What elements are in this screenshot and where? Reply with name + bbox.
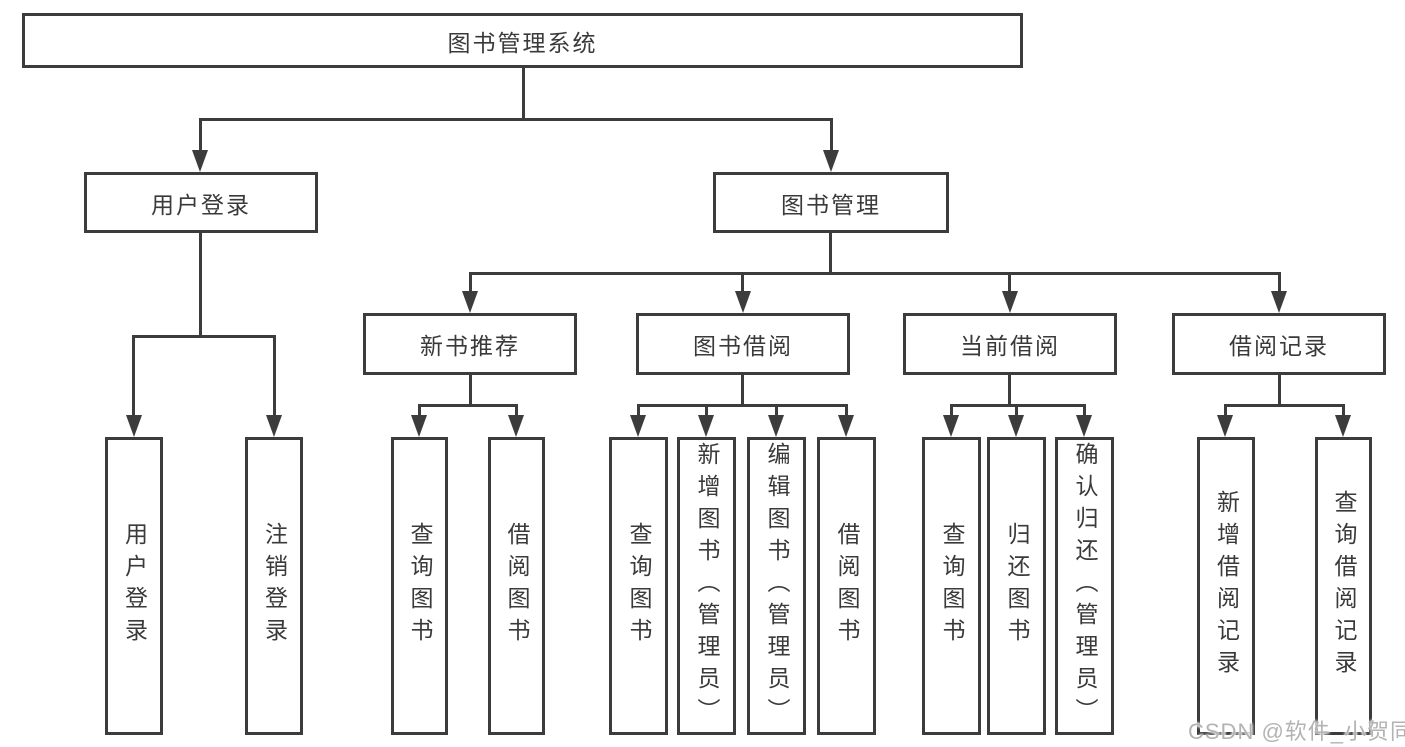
connector-line: [199, 233, 202, 338]
node-current-borrowing: 当前借阅: [903, 313, 1117, 375]
connector-line: [1278, 272, 1281, 296]
node-label: 确认归还（管理员）: [1072, 442, 1098, 730]
arrow-down-icon: [266, 415, 282, 437]
arrow-down-icon: [508, 415, 524, 437]
node-leaf-add-books-admin: 新增图书（管理员）: [677, 437, 736, 735]
arrow-down-icon: [1217, 415, 1233, 437]
node-label: 当前借阅: [960, 333, 1060, 359]
connector-line: [705, 404, 708, 419]
node-label: 注销登录: [261, 522, 288, 650]
node-label: 新增图书（管理员）: [694, 442, 720, 730]
connector-line: [418, 404, 421, 419]
connector-line: [1083, 404, 1086, 419]
node-user-login: 用户登录: [84, 172, 318, 233]
node-leaf-query-books: 查询图书: [609, 437, 668, 735]
node-leaf-add-borrow-record: 新增借阅记录: [1197, 437, 1255, 735]
node-leaf-borrow-books-recommend: 借阅图书: [488, 437, 545, 735]
arrow-down-icon: [462, 291, 478, 313]
node-leaf-logout: 注销登录: [245, 437, 303, 735]
connector-line: [1342, 404, 1345, 419]
connector-line: [132, 335, 135, 419]
node-label: 查询借阅记录: [1331, 490, 1357, 682]
node-leaf-user-login: 用户登录: [105, 437, 163, 735]
connector-line: [1015, 404, 1018, 419]
node-label: 用户登录: [151, 191, 251, 218]
node-label: 归还图书: [1004, 522, 1030, 650]
connector-line: [830, 118, 833, 154]
arrow-down-icon: [630, 415, 646, 437]
connector-line: [199, 118, 202, 154]
node-leaf-query-books-current: 查询图书: [922, 437, 981, 735]
arrow-down-icon: [411, 415, 427, 437]
node-borrowing-records: 借阅记录: [1172, 313, 1386, 375]
node-leaf-query-books-recommend: 查询图书: [391, 437, 448, 735]
connector-line: [418, 404, 518, 407]
node-label: 借阅图书: [834, 522, 860, 650]
node-leaf-edit-books-admin: 编辑图书（管理员）: [747, 437, 806, 735]
connector-line: [637, 404, 848, 407]
connector-line: [775, 404, 778, 419]
node-label: 新增借阅记录: [1213, 490, 1240, 682]
connector-line: [829, 233, 832, 274]
node-label: 查询图书: [939, 522, 965, 650]
arrow-down-icon: [1271, 291, 1287, 313]
arrow-down-icon: [1076, 415, 1092, 437]
connector-line: [741, 272, 744, 296]
connector-line: [741, 375, 744, 407]
arrow-down-icon: [126, 415, 142, 437]
connector-line: [637, 404, 640, 419]
arrow-down-icon: [823, 150, 839, 172]
connector-line: [522, 68, 525, 121]
arrow-down-icon: [1008, 415, 1024, 437]
arrow-down-icon: [768, 415, 784, 437]
connector-line: [199, 118, 833, 121]
arrow-down-icon: [1002, 291, 1018, 313]
node-book-borrowing: 图书借阅: [636, 313, 850, 375]
connector-line: [1008, 272, 1011, 296]
connector-line: [1224, 404, 1227, 419]
connector-line: [1224, 404, 1344, 407]
connector-line: [469, 375, 472, 407]
arrow-down-icon: [698, 415, 714, 437]
connector-line: [273, 335, 276, 419]
node-leaf-return-books: 归还图书: [987, 437, 1046, 735]
node-label: 新书推荐: [420, 333, 520, 359]
connector-line: [845, 404, 848, 419]
node-label: 查询图书: [626, 522, 652, 650]
connector-line: [469, 272, 472, 296]
node-label: 图书借阅: [693, 333, 793, 359]
arrow-down-icon: [943, 415, 959, 437]
node-label: 用户登录: [121, 522, 148, 650]
node-leaf-query-borrow-record: 查询借阅记录: [1315, 437, 1372, 735]
node-label: 查询图书: [407, 522, 433, 650]
node-label: 借阅图书: [504, 522, 530, 650]
node-label: 图书管理系统: [447, 29, 598, 56]
connector-line: [515, 404, 518, 419]
node-library-management-system: 图书管理系统: [22, 13, 1023, 68]
connector-line: [1278, 375, 1281, 407]
node-new-book-recommend: 新书推荐: [363, 313, 577, 375]
connector-line: [132, 335, 276, 338]
connector-line: [469, 272, 1281, 275]
node-label: 编辑图书（管理员）: [764, 442, 790, 730]
connector-line: [950, 404, 953, 419]
arrow-down-icon: [838, 415, 854, 437]
arrow-down-icon: [192, 150, 208, 172]
node-leaf-confirm-return-admin: 确认归还（管理员）: [1055, 437, 1114, 735]
node-book-management: 图书管理: [713, 172, 949, 233]
connector-line: [1008, 375, 1011, 407]
node-label: 借阅记录: [1229, 333, 1329, 359]
node-leaf-borrow-books: 借阅图书: [817, 437, 876, 735]
node-label: 图书管理: [781, 191, 881, 218]
arrow-down-icon: [1335, 415, 1351, 437]
arrow-down-icon: [735, 291, 751, 313]
